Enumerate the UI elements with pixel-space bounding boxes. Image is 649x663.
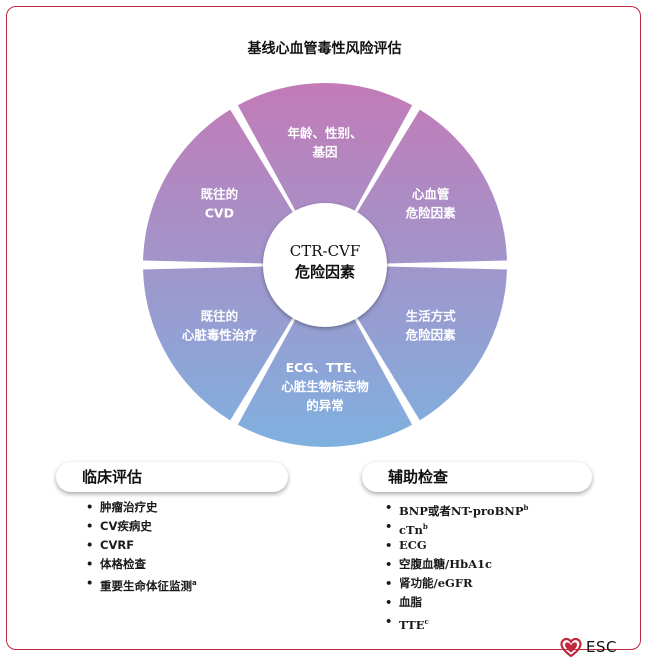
auxiliary-tests-title: 辅助检查 — [388, 468, 449, 486]
auxiliary-item-2: • cTnb — [385, 517, 528, 537]
risk-factor-wheel: 年龄、性别、基因心血管危险因素生活方式危险因素ECG、TTE、心脏生物标志物的异… — [143, 83, 507, 447]
auxiliary-item-3: • ECG — [385, 536, 528, 555]
wheel-segment-1-label-line-1: 年龄、性别、 — [287, 126, 362, 141]
bullet-icon: • — [385, 557, 393, 571]
auxiliary-item-text: 血脂 — [399, 595, 422, 609]
wheel-segment-4-label-line-2: 心脏生物标志物 — [281, 379, 369, 394]
clinical-assessment-header: 临床评估 — [56, 462, 288, 492]
clinical-item-text: 肿瘤治疗史 — [100, 500, 158, 514]
bullet-icon: • — [86, 557, 94, 571]
clinical-assessment-title: 临床评估 — [82, 468, 143, 486]
wheel-segment-4-label-line-3: 的异常 — [306, 398, 344, 413]
esc-logo-text: ESC — [586, 638, 617, 656]
clinical-item-text: CVRF — [100, 538, 135, 552]
wheel-segment-1-label-line-2: 基因 — [311, 145, 337, 160]
auxiliary-item-7: • TTEc — [385, 612, 528, 632]
wheel-segment-3-label-line-2: 危险因素 — [405, 328, 457, 343]
bullet-icon: • — [385, 519, 393, 533]
wheel-segment-5 — [143, 266, 299, 421]
wheel-segment-3 — [351, 266, 507, 421]
wheel-segment-2-label-line-2: 危险因素 — [405, 206, 457, 221]
auxiliary-item-footnote: b — [523, 503, 529, 512]
auxiliary-item-6: • 血脂 — [385, 593, 528, 612]
auxiliary-tests-list: •BNP或者NT-proBNPb•cTnb•ECG•空腹血糖/HbA1c•肾功能… — [385, 498, 529, 632]
bullet-icon: • — [86, 500, 94, 514]
center-label-line2: 危险因素 — [295, 263, 355, 281]
wheel-segment-2-label-line-1: 心血管 — [412, 187, 450, 202]
bullet-icon: • — [385, 500, 393, 514]
wheel-segment-5-label-line-2: 心脏毒性治疗 — [182, 328, 258, 343]
auxiliary-tests-header: 辅助检查 — [362, 462, 592, 492]
clinical-item-footnote: a — [192, 579, 197, 587]
wheel-segment-4-label-line-1: ECG、TTE、 — [286, 360, 365, 375]
auxiliary-item-text: BNP或者NT-proBNP — [399, 503, 524, 518]
auxiliary-item-text: 肾功能/eGFR — [399, 576, 473, 590]
auxiliary-item-5: • 肾功能/eGFR — [385, 574, 528, 593]
figure-frame — [6, 6, 641, 650]
auxiliary-item-text: TTE — [399, 617, 425, 632]
bullet-icon: • — [385, 576, 393, 590]
center-circle — [263, 203, 387, 327]
bullet-icon: • — [86, 538, 94, 552]
clinical-item-3: • CVRF — [86, 536, 197, 555]
clinical-item-4: • 体格检查 — [86, 555, 197, 574]
clinical-item-1: • 肿瘤治疗史 — [86, 498, 197, 517]
clinical-item-2: • CV疾病史 — [86, 517, 197, 536]
wheel-segment-4 — [237, 308, 413, 447]
auxiliary-item-1: • BNP或者NT-proBNPb — [385, 498, 529, 518]
wheel-segment-2 — [351, 109, 507, 264]
wheel-segment-3-label-line-1: 生活方式 — [406, 309, 457, 324]
bullet-icon: • — [385, 538, 393, 552]
wheel-segment-1 — [237, 83, 413, 222]
auxiliary-item-footnote: c — [424, 617, 429, 626]
bullet-icon: • — [86, 519, 94, 533]
bullet-icon: • — [385, 595, 393, 609]
bullet-icon: • — [385, 614, 393, 628]
wheel-segment-6 — [143, 109, 299, 264]
clinical-item-5: • 重要生命体征监测a — [86, 574, 197, 593]
esc-heart-logo-icon — [560, 637, 582, 658]
wheel-segment-6-label-line-2: CVD — [205, 206, 234, 221]
wheel-segment-5-label-line-1: 既往的 — [201, 309, 239, 324]
auxiliary-item-text: ECG — [399, 538, 427, 552]
wheel-segment-6-label-line-1: 既往的 — [201, 187, 239, 202]
auxiliary-item-footnote: b — [422, 522, 428, 531]
auxiliary-item-text: cTn — [399, 522, 423, 537]
clinical-item-text: CV疾病史 — [100, 519, 152, 533]
auxiliary-item-text: 空腹血糖/HbA1c — [399, 557, 493, 571]
auxiliary-item-4: • 空腹血糖/HbA1c — [385, 555, 528, 574]
clinical-item-text: 体格检查 — [100, 557, 146, 571]
clinical-assessment-list: • 肿瘤治疗史 • CV疾病史 • CVRF • 体格检查 • 重要生命体征监测a — [86, 498, 197, 593]
clinical-item-text: 重要生命体征监测 — [100, 578, 192, 593]
figure-title: 基线心血管毒性风险评估 — [247, 41, 402, 57]
bullet-icon: • — [86, 576, 94, 590]
center-label-line1: CTR-CVF — [290, 242, 361, 260]
